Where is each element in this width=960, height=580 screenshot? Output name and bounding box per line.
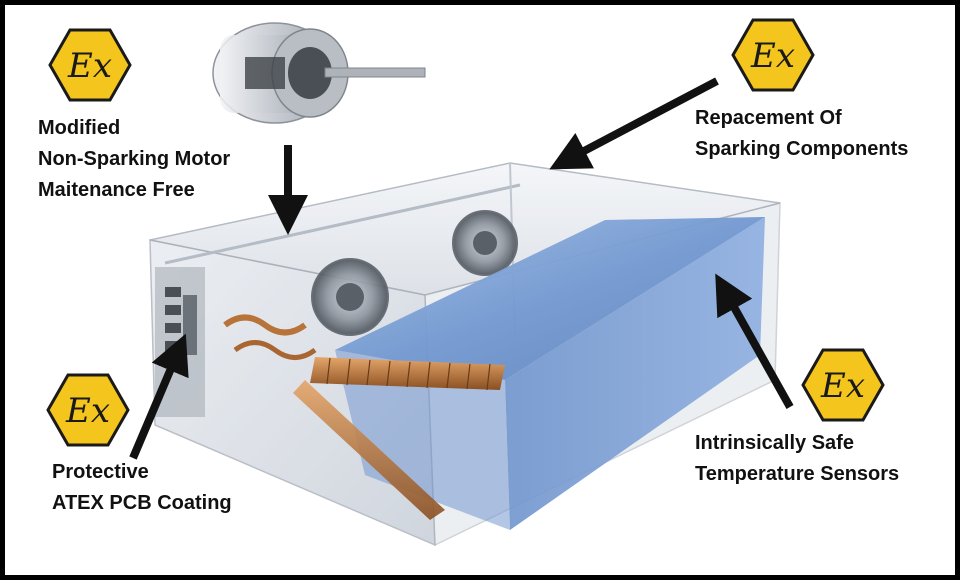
sensors-callout-line-2: Temperature Sensors — [695, 463, 900, 485]
sparking-callout-line-2: Sparking Components — [695, 138, 909, 160]
fan-blowers — [311, 210, 518, 336]
svg-text:Ex: Ex — [67, 46, 112, 86]
motor-illustration — [212, 22, 426, 124]
sparking-callout: Repacement Of Sparking Components — [695, 103, 908, 165]
callout-arrows — [129, 77, 794, 460]
ex-badge-top-right: Ex — [731, 18, 815, 92]
pcb-arrow — [129, 333, 189, 460]
motor-callout-line-3: Maitenance Free — [38, 179, 195, 201]
unit-illustration: Ex Ex Ex Ex — [46, 18, 885, 547]
svg-text:Ex: Ex — [820, 366, 865, 406]
ex-badge-top-left: Ex — [48, 28, 132, 102]
ex-badge-bottom-right: Ex — [801, 348, 885, 422]
copper-coils — [223, 314, 505, 520]
motor-callout-line-1: Modified — [38, 117, 121, 139]
sensors-arrow — [715, 273, 794, 409]
sparking-arrow — [549, 77, 719, 170]
motor-callout: Modified Non-Sparking Motor Maitenance F… — [38, 113, 230, 206]
blue-filter-panel — [335, 217, 765, 530]
sparking-callout-line-1: Repacement Of — [695, 107, 842, 129]
svg-text:Ex: Ex — [65, 391, 110, 431]
pcb-callout-line-1: Protective — [52, 461, 149, 483]
sensors-callout-line-1: Intrinsically Safe — [695, 432, 854, 454]
pcb-callout: Protective ATEX PCB Coating — [52, 457, 232, 519]
sensors-callout: Intrinsically Safe Temperature Sensors — [695, 428, 899, 490]
motor-callout-line-2: Non-Sparking Motor — [38, 148, 231, 170]
ex-badge-bottom-left: Ex — [46, 373, 130, 447]
svg-text:Ex: Ex — [750, 36, 795, 76]
pcb-callout-line-2: ATEX PCB Coating — [52, 492, 232, 514]
